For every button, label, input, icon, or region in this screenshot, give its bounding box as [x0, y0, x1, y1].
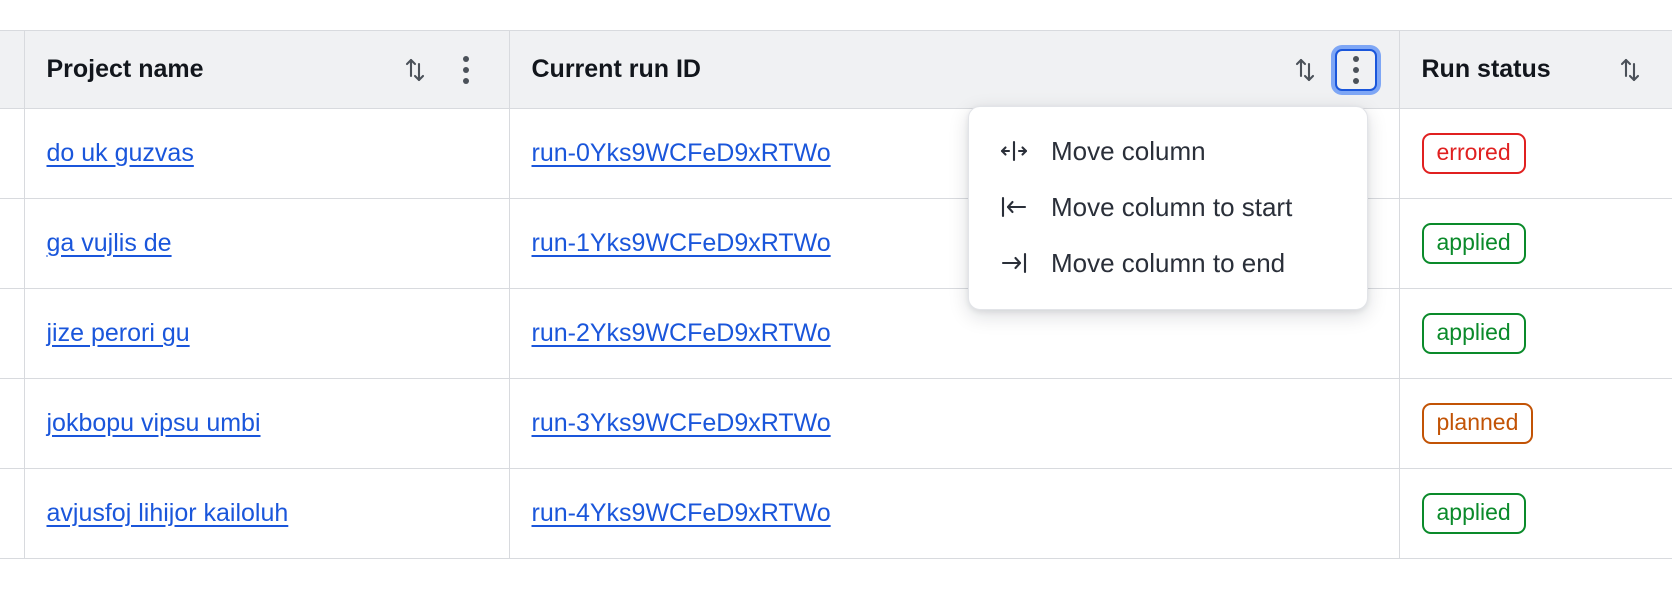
- menu-item-label: Move column to start: [1051, 191, 1293, 222]
- kebab-menu-icon-current-run-id[interactable]: [1334, 48, 1377, 91]
- cell-project-name: ga vujlis de: [24, 198, 510, 289]
- project-link[interactable]: do uk guzvas: [46, 139, 194, 167]
- sort-arrows-icon-current-run-id[interactable]: [1285, 50, 1325, 90]
- column-options-menu: Move column Move column to start Move co…: [968, 106, 1368, 310]
- cell-project-name: jokbopu vipsu umbi: [24, 378, 510, 469]
- cell-run-status: applied: [1399, 198, 1672, 289]
- column-header-label-current-run-id: Current run ID: [531, 55, 701, 83]
- cell-current-run-id: run-4Yks9WCFeD9xRTWo: [509, 468, 1400, 559]
- data-table-container: Project name: [0, 30, 1672, 559]
- sort-arrows-icon-run-status[interactable]: [1610, 50, 1650, 90]
- status-badge: errored: [1421, 133, 1526, 174]
- run-id-link[interactable]: run-0Yks9WCFeD9xRTWo: [531, 139, 831, 167]
- cell-run-status: applied: [1399, 288, 1672, 379]
- kebab-menu-icon-project-name[interactable]: [445, 49, 487, 91]
- table-row: do uk guzvas run-0Yks9WCFeD9xRTWo errore…: [0, 108, 1672, 199]
- move-to-start-icon: [999, 192, 1029, 222]
- column-header-project-name[interactable]: Project name: [24, 30, 510, 109]
- move-column-icon: [999, 136, 1029, 166]
- status-badge: applied: [1421, 223, 1526, 264]
- table-row: ga vujlis de run-1Yks9WCFeD9xRTWo applie…: [0, 198, 1672, 289]
- cell-project-name: jize perori gu: [24, 288, 510, 379]
- project-link[interactable]: ga vujlis de: [46, 229, 172, 257]
- sort-arrows-icon-project-name[interactable]: [395, 50, 435, 90]
- menu-item-label: Move column to end: [1051, 247, 1286, 278]
- cell-project-name: avjusfoj lihijor kailoluh: [24, 468, 510, 559]
- column-header-current-run-id[interactable]: Current run ID: [509, 30, 1400, 109]
- project-link[interactable]: jize perori gu: [46, 319, 190, 347]
- row-gutter: [0, 108, 25, 199]
- project-link[interactable]: avjusfoj lihijor kailoluh: [46, 499, 289, 527]
- menu-item-move-column[interactable]: Move column: [969, 123, 1367, 179]
- header-gutter: [0, 30, 25, 109]
- status-badge: applied: [1421, 313, 1526, 354]
- column-header-label-project-name: Project name: [46, 55, 204, 83]
- column-header-run-status[interactable]: Run status: [1399, 30, 1672, 109]
- cell-run-status: planned: [1399, 378, 1672, 469]
- project-link[interactable]: jokbopu vipsu umbi: [46, 409, 261, 437]
- header-row: Project name: [0, 30, 1672, 109]
- table-header: Project name: [0, 30, 1672, 109]
- column-header-label-run-status: Run status: [1421, 55, 1551, 83]
- table-body: do uk guzvas run-0Yks9WCFeD9xRTWo errore…: [0, 108, 1672, 559]
- table-row: jokbopu vipsu umbi run-3Yks9WCFeD9xRTWo …: [0, 378, 1672, 469]
- cell-current-run-id: run-3Yks9WCFeD9xRTWo: [509, 378, 1400, 469]
- run-id-link[interactable]: run-3Yks9WCFeD9xRTWo: [531, 409, 831, 437]
- run-id-link[interactable]: run-2Yks9WCFeD9xRTWo: [531, 319, 831, 347]
- move-to-end-icon: [999, 248, 1029, 278]
- table-row: avjusfoj lihijor kailoluh run-4Yks9WCFeD…: [0, 468, 1672, 559]
- menu-item-move-column-to-start[interactable]: Move column to start: [969, 179, 1367, 235]
- run-id-link[interactable]: run-1Yks9WCFeD9xRTWo: [531, 229, 831, 257]
- row-gutter: [0, 468, 25, 559]
- status-badge: applied: [1421, 493, 1526, 534]
- row-gutter: [0, 288, 25, 379]
- menu-item-label: Move column: [1051, 135, 1206, 166]
- cell-run-status: applied: [1399, 468, 1672, 559]
- run-id-link[interactable]: run-4Yks9WCFeD9xRTWo: [531, 499, 831, 527]
- table-row: jize perori gu run-2Yks9WCFeD9xRTWo appl…: [0, 288, 1672, 379]
- row-gutter: [0, 198, 25, 289]
- cell-run-status: errored: [1399, 108, 1672, 199]
- menu-item-move-column-to-end[interactable]: Move column to end: [969, 235, 1367, 291]
- projects-table: Project name: [0, 30, 1672, 559]
- kebab-dots: [462, 55, 469, 84]
- status-badge: planned: [1421, 403, 1534, 444]
- cell-project-name: do uk guzvas: [24, 108, 510, 199]
- row-gutter: [0, 378, 25, 469]
- kebab-dots: [1352, 55, 1359, 84]
